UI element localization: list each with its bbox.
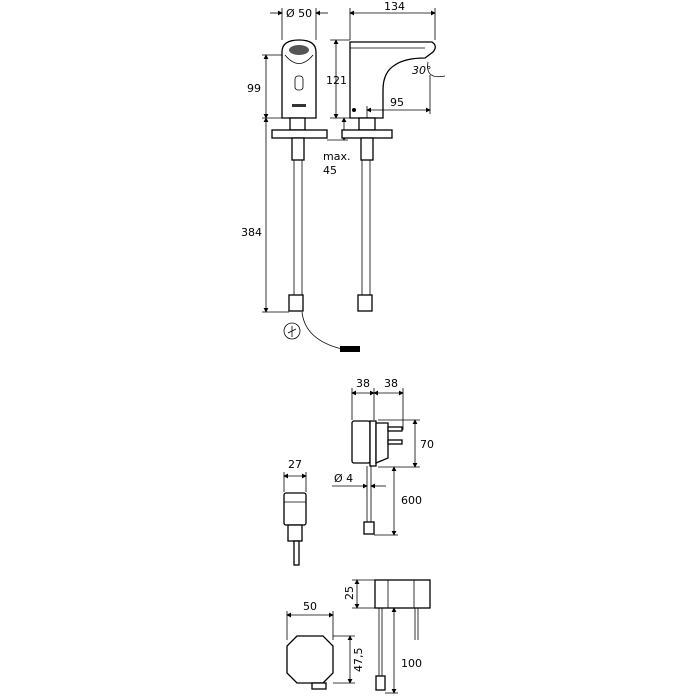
electrical-symbol-icon bbox=[283, 322, 301, 340]
control-box-top-view: 50 47,5 bbox=[286, 600, 365, 690]
dim-box-depth: 47,5 bbox=[352, 648, 365, 673]
dim-max-label: max. bbox=[323, 150, 350, 163]
dim-height-side: 121 bbox=[326, 74, 347, 87]
control-box-side-view: 25 100 bbox=[343, 579, 431, 694]
dim-hose-length: 384 bbox=[241, 226, 262, 239]
dim-box-width: 50 bbox=[303, 600, 317, 613]
dim-angle: 30° bbox=[412, 64, 432, 77]
dim-reach: 95 bbox=[390, 96, 404, 109]
dim-adapter-w2: 38 bbox=[384, 377, 398, 390]
dim-length: 134 bbox=[384, 0, 405, 13]
dim-adapter-w1: 38 bbox=[356, 377, 370, 390]
dim-adapter-front-width: 27 bbox=[288, 458, 302, 471]
dim-cable-length: 600 bbox=[401, 494, 422, 507]
dim-adapter-height: 70 bbox=[420, 438, 434, 451]
faucet-front-view: Ø 50 99 384 max. 45 bbox=[241, 7, 360, 352]
dim-diameter: Ø 50 bbox=[286, 7, 312, 20]
dim-box-cable-length: 100 bbox=[401, 657, 422, 670]
faucet-side-view: 134 30° 121 95 bbox=[326, 0, 446, 312]
dim-cable-diameter: Ø 4 bbox=[334, 472, 353, 485]
power-adapter-side-view: 38 38 70 Ø 4 600 bbox=[332, 377, 434, 536]
power-adapter-front-view: 27 bbox=[283, 458, 307, 566]
dim-height-front: 99 bbox=[247, 82, 261, 95]
dim-box-height: 25 bbox=[343, 586, 356, 600]
dim-max-value: 45 bbox=[323, 164, 337, 177]
